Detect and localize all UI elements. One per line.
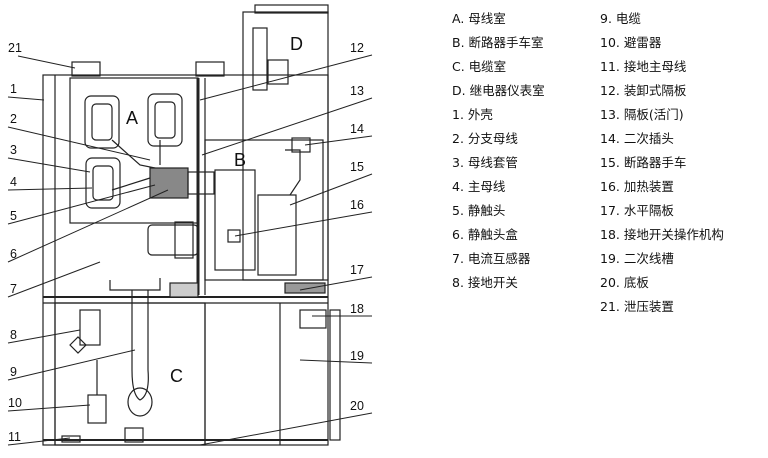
callout-7: 7	[10, 282, 17, 296]
callout-20: 20	[350, 399, 364, 413]
legend-item-B: B. 断路器手车室	[452, 35, 544, 50]
current-transformer	[147, 224, 199, 256]
legend-item-11: 11. 接地主母线	[600, 59, 687, 74]
label-A: A	[126, 108, 138, 128]
callout-15: 15	[350, 160, 364, 174]
relay-compartment	[242, 11, 329, 281]
secondary-cable-duct	[329, 309, 341, 441]
legend-item-20: 20. 底板	[600, 275, 649, 290]
legend-item-21: 21. 泄压装置	[600, 299, 674, 314]
legend-item-15: 15. 断路器手车	[600, 155, 687, 170]
legend-item-C: C. 电缆室	[452, 59, 507, 74]
legend-item-10: 10. 避雷器	[600, 35, 662, 50]
callout-10: 10	[8, 396, 22, 410]
busbar-bushing	[85, 157, 121, 209]
legend-item-2: 2. 分支母线	[452, 131, 518, 146]
legend-item-12: 12. 装卸式隔板	[600, 83, 687, 98]
callout-16: 16	[350, 198, 364, 212]
callout-9: 9	[10, 365, 17, 379]
callout-8: 8	[10, 328, 17, 342]
busbar-compartment	[69, 77, 199, 224]
legend-item-19: 19. 二次线槽	[600, 251, 674, 266]
legend-item-5: 5. 静触头	[452, 203, 506, 218]
surge-arrester	[87, 394, 107, 424]
callout-21: 21	[8, 41, 22, 55]
legend-item-8: 8. 接地开关	[452, 275, 518, 290]
legend-item-4: 4. 主母线	[452, 179, 506, 194]
legend-item-D: D. 继电器仪表室	[452, 83, 545, 98]
label-C: C	[170, 366, 183, 386]
grounding-operating-mechanism	[299, 309, 327, 329]
callout-18: 18	[350, 302, 364, 316]
secondary-plug	[291, 137, 311, 153]
legend-item-1: 1. 外壳	[452, 107, 493, 122]
legend-item-16: 16. 加热装置	[600, 179, 674, 194]
legend-item-13: 13. 隔板(活门)	[600, 107, 684, 122]
switchgear-cross-section-diagram: A B C D 21 1 2 3 4 5 6 7 8 9 10 11 12 13…	[7, 4, 373, 446]
callout-17: 17	[350, 263, 364, 277]
cabinet-outer-shell	[42, 74, 329, 446]
cable	[131, 290, 149, 401]
legend-item-9: 9. 电缆	[600, 11, 641, 26]
callout-1: 1	[10, 82, 17, 96]
pressure-relief-device	[71, 61, 101, 77]
static-contact-box	[149, 167, 189, 199]
callout-6: 6	[10, 247, 17, 261]
callout-11: 11	[8, 430, 21, 444]
callout-12: 12	[350, 41, 364, 55]
legend-item-18: 18. 接地开关操作机构	[600, 227, 724, 242]
legend-item-3: 3. 母线套管	[452, 155, 518, 170]
grounding-switch	[79, 309, 101, 346]
legend-item-6: 6. 静触头盒	[452, 227, 518, 242]
breaker-truck	[257, 194, 297, 276]
callout-14: 14	[350, 122, 364, 136]
callout-5: 5	[10, 209, 17, 223]
callout-2: 2	[10, 112, 17, 126]
label-B: B	[234, 150, 246, 170]
legend-item-14: 14. 二次插头	[600, 131, 674, 146]
callout-3: 3	[10, 143, 17, 157]
legend-item-A: A. 母线室	[452, 11, 506, 26]
legend-item-7: 7. 电流互感器	[452, 251, 531, 266]
legend-item-17: 17. 水平隔板	[600, 203, 674, 218]
label-D: D	[290, 34, 303, 54]
breaker-compartment	[204, 139, 324, 281]
callout-4: 4	[10, 175, 17, 189]
callout-13: 13	[350, 84, 364, 98]
callout-19: 19	[350, 349, 364, 363]
